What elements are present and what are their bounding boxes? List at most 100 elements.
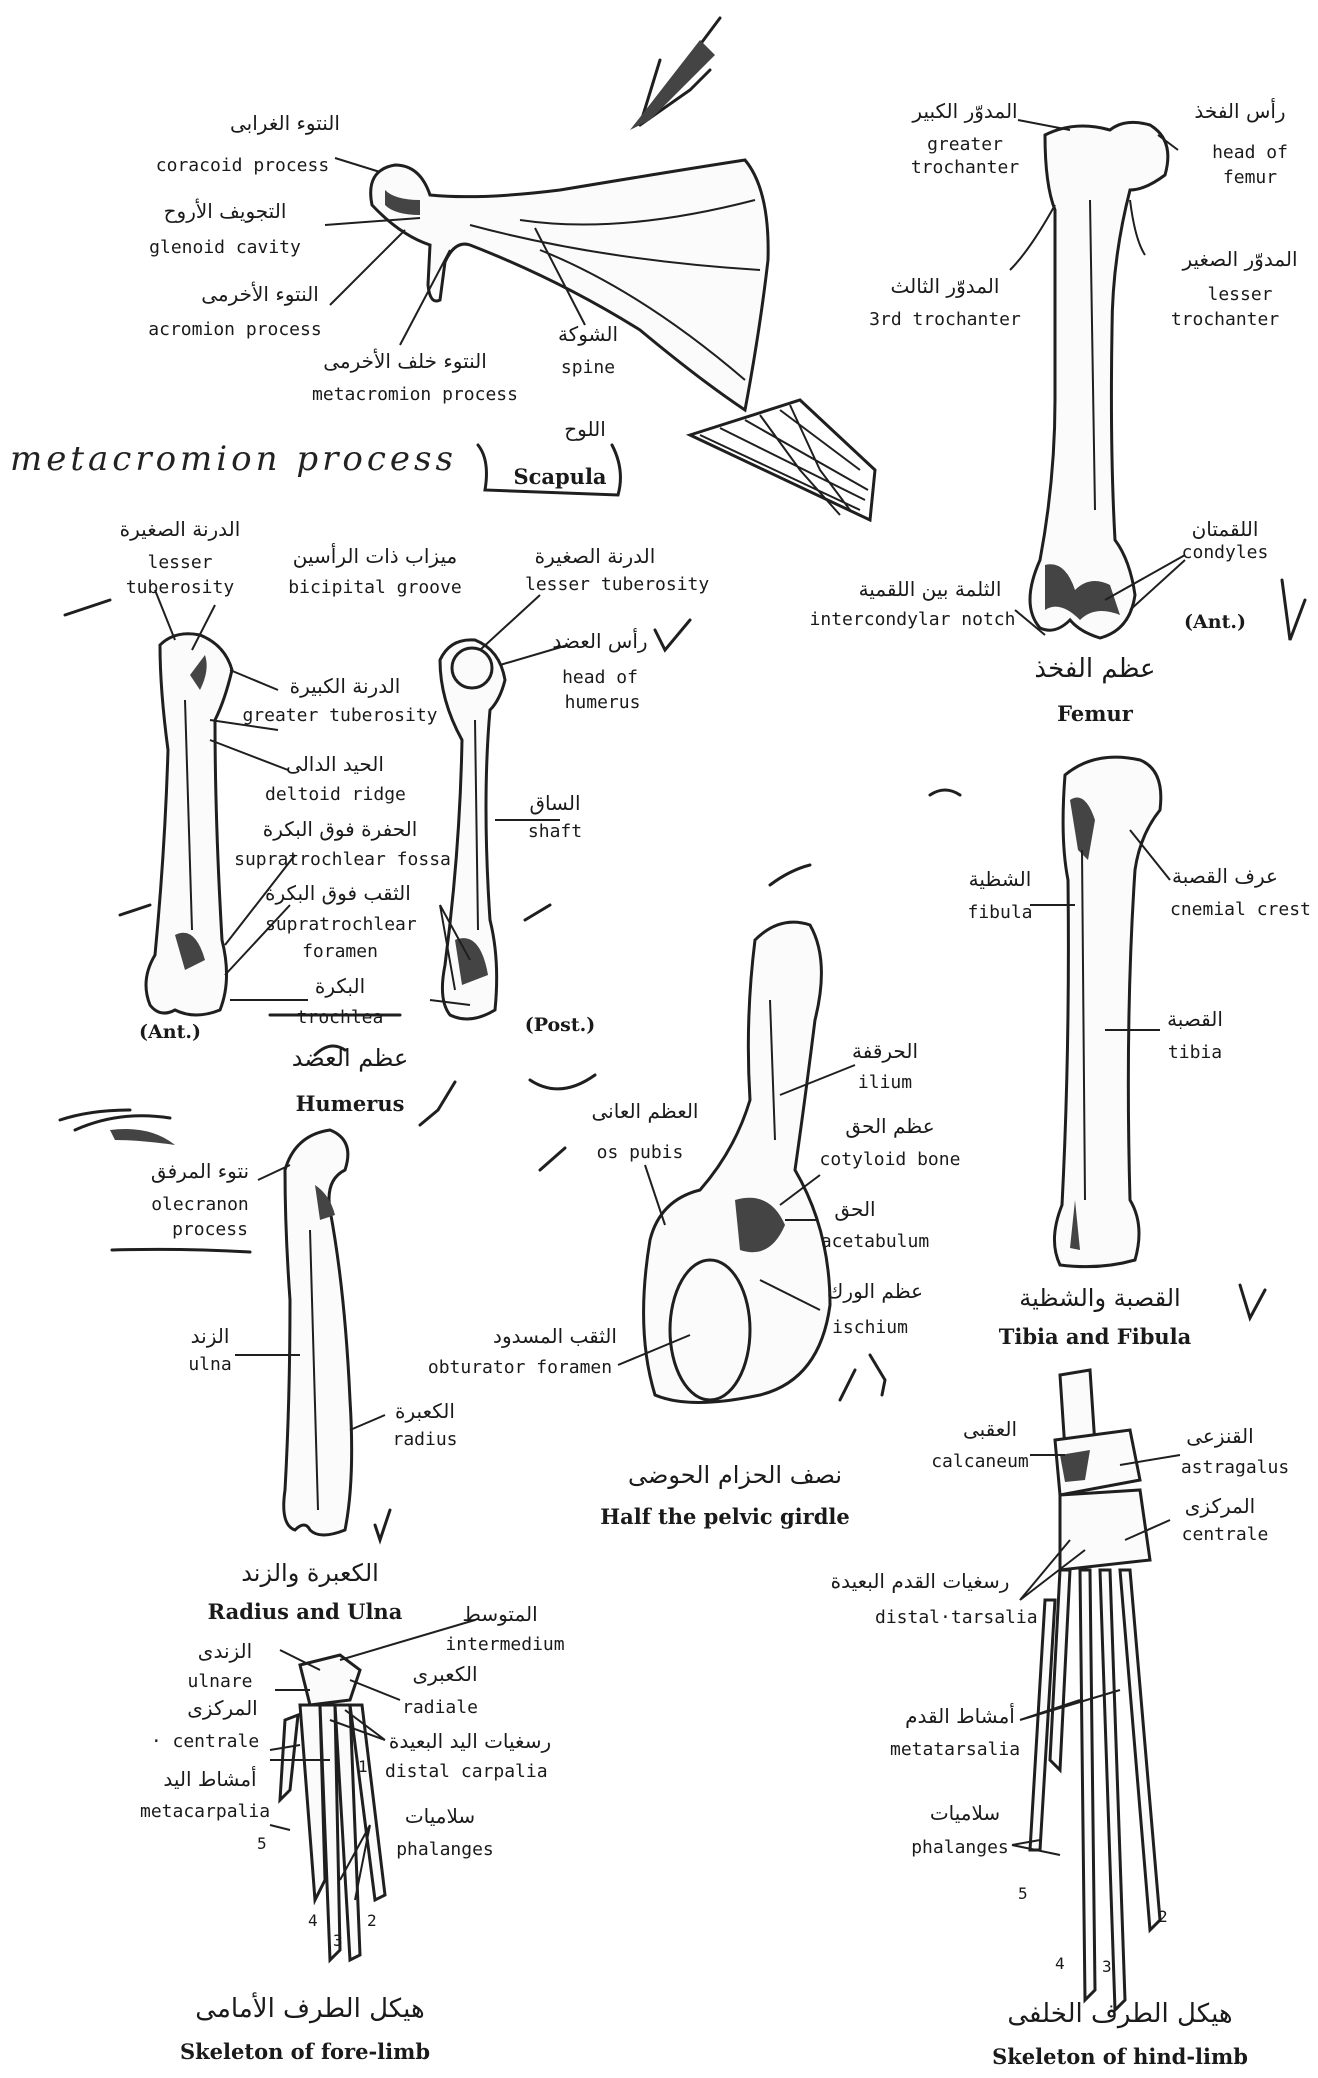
femur-head-label-en-2: femur <box>1205 168 1295 189</box>
forelimb-digit-1: 1 <box>358 1758 368 1776</box>
tibia-fibula-drawing <box>1054 757 1160 1267</box>
ischium-label-en: ischium <box>820 1318 920 1339</box>
tibia-fibula-title-ar: القصبة والشظية <box>1000 1285 1200 1313</box>
olecranon-label-en-2: process <box>160 1220 260 1241</box>
fibula-label-en: fibula <box>955 903 1045 924</box>
bicipital-label-en: bicipital groove <box>285 578 465 599</box>
lesser-tuberosity-post-label-ar: الدرنة الصغيرة <box>525 545 665 568</box>
hindlimb-digit-3: 3 <box>1102 1958 1112 1976</box>
metacromion-label-en: metacromion process <box>300 385 530 406</box>
pelvis-title-en: Half the pelvic girdle <box>570 1505 880 1529</box>
intercondylar-label-en: intercondylar notch <box>800 610 1025 631</box>
distal-tarsalia-label-ar: رسغيات القدم البعيدة <box>820 1570 1020 1593</box>
supratrochlear-foramen-label-en-1: supratrochlear <box>265 915 415 936</box>
phalanges-fore-label-ar: سلاميات <box>395 1805 485 1828</box>
intermedium-label-ar: المتوسط <box>460 1603 540 1626</box>
trochlea-label-ar: البكرة <box>300 975 380 998</box>
ilium-label-en: ilium <box>845 1073 925 1094</box>
metatarsalia-label-en: metatarsalia <box>890 1740 1020 1761</box>
forelimb-digit-3: 3 <box>333 1932 343 1950</box>
metatarsalia-label-ar: أمشاط القدم <box>900 1705 1020 1728</box>
os-pubis-label-en: os pubis <box>585 1143 695 1164</box>
greater-tuberosity-label-en: greater tuberosity <box>240 706 440 727</box>
greater-trochanter-label-ar: المدوّر الكبير <box>900 100 1030 123</box>
hindlimb-title-en: Skeleton of hind-limb <box>960 2045 1280 2069</box>
intermedium-label-en: intermedium <box>440 1635 570 1656</box>
lesser-tuberosity-post-label-en: lesser tuberosity <box>525 575 705 596</box>
lesser-trochanter-label-ar: المدوّر الصغير <box>1175 248 1305 271</box>
lesser-tuberosity-ant-label-en-1: lesser <box>135 553 225 574</box>
radius-ulna-title-ar: الكعبرة والزند <box>225 1560 395 1588</box>
distal-tarsalia-label-en: distal·tarsalia <box>875 1608 1015 1629</box>
centrale-fore-label-en: · centrale <box>150 1732 260 1753</box>
scapula-title-ar: اللوح <box>545 418 625 441</box>
tibia-fibula-title-en: Tibia and Fibula <box>975 1325 1215 1349</box>
supratrochlear-foramen-label-ar: الثقب فوق البكرة <box>265 882 405 905</box>
glenoid-label-ar: التجويف الأروح <box>145 200 305 223</box>
phalanges-fore-label-en: phalanges <box>390 1840 500 1861</box>
metacarpalia-label-ar: أمشاط اليد <box>160 1768 260 1791</box>
scapula-title-en: Scapula <box>500 465 620 489</box>
humerus-anterior-drawing <box>146 634 232 1015</box>
lesser-tuberosity-ant-label-en-2: tuberosity <box>120 578 240 599</box>
greater-trochanter-label-en-1: greater <box>905 135 1025 156</box>
lesser-trochanter-label-en-1: lesser <box>1185 285 1295 306</box>
tibia-label-ar: القصبة <box>1155 1008 1235 1031</box>
pelvis-title-ar: نصف الحزام الحوضى <box>620 1462 850 1490</box>
forelimb-title-ar: هيكل الطرف الأمامى <box>180 1995 440 2025</box>
femur-title-ar: عظم الفخذ <box>1030 655 1160 685</box>
handwritten-note: metacromion process <box>10 440 457 479</box>
radiale-label-en: radiale <box>400 1698 480 1719</box>
coracoid-label-en: coracoid process <box>145 156 340 177</box>
calcaneum-label-ar: العقبى <box>955 1418 1025 1441</box>
ulna-label-en: ulna <box>175 1355 245 1376</box>
humerus-title-en: Humerus <box>285 1092 415 1116</box>
humerus-ant-view-label: (Ant.) <box>125 1022 215 1044</box>
obturator-label-ar: الثقب المسدود <box>480 1325 630 1348</box>
astragalus-label-ar: القنزعى <box>1180 1425 1260 1448</box>
supratrochlear-fossa-label-ar: الحفرة فوق البكرة <box>260 818 420 841</box>
femur-view-label: (Ant.) <box>1170 612 1260 634</box>
radius-label-en: radius <box>380 1430 470 1451</box>
phalanges-hind-label-ar: سلاميات <box>920 1802 1010 1825</box>
acetabulum-label-ar: الحق <box>820 1198 890 1221</box>
lesser-tuberosity-ant-label-ar: الدرنة الصغيرة <box>115 518 245 541</box>
forelimb-digit-4: 4 <box>308 1912 318 1930</box>
metacarpalia-label-en: metacarpalia <box>140 1802 270 1823</box>
metacromion-label-ar: النتوء خلف الأخرمى <box>320 350 490 373</box>
hindlimb-digit-2: 2 <box>1158 1908 1168 1926</box>
radiale-label-ar: الكعبرى <box>400 1663 490 1686</box>
humerus-post-view-label: (Post.) <box>515 1015 605 1037</box>
ulna-label-ar: الزند <box>180 1325 240 1348</box>
femur-head-label-ar: رأس الفخذ <box>1180 100 1300 123</box>
phalanges-hind-label-en: phalanges <box>905 1838 1015 1859</box>
cnemial-label-ar: عرف القصبة <box>1165 865 1285 888</box>
olecranon-label-ar: نتوء المرفق <box>145 1160 255 1183</box>
hindlimb-title-ar: هيكل الطرف الخلفى <box>1000 2000 1240 2030</box>
radius-label-ar: الكعبرة <box>380 1400 470 1423</box>
radius-ulna-title-en: Radius and Ulna <box>175 1600 435 1624</box>
acromion-label-ar: النتوء الأخرمى <box>185 283 335 306</box>
os-pubis-label-ar: العظم العانى <box>580 1100 710 1123</box>
hindlimb-drawing <box>1030 1370 1160 2010</box>
forelimb-digit-5: 5 <box>257 1835 267 1853</box>
hindlimb-digit-5: 5 <box>1018 1885 1028 1903</box>
fibula-label-ar: الشظية <box>960 868 1040 891</box>
ilium-label-ar: الحرقفة <box>840 1040 930 1063</box>
calcaneum-label-en: calcaneum <box>925 1452 1035 1473</box>
radius-ulna-drawing <box>284 1130 352 1535</box>
distal-carpalia-label-ar: رسغيات اليد البعيدة <box>385 1730 555 1753</box>
shaft-label-ar: الساق <box>520 792 590 815</box>
acromion-label-en: acromion process <box>140 320 330 341</box>
obturator-label-en: obturator foramen <box>420 1358 620 1379</box>
supratrochlear-fossa-label-en: supratrochlear fossa <box>230 850 455 871</box>
bicipital-label-ar: ميزاب ذات الرأسين <box>290 545 460 568</box>
coracoid-label-ar: النتوء الغرابى <box>215 112 355 135</box>
lesser-trochanter-label-en-2: trochanter <box>1155 310 1295 331</box>
acetabulum-label-en: acetabulum <box>815 1232 935 1253</box>
astragalus-label-en: astragalus <box>1180 1458 1290 1479</box>
pen-sketch-mark <box>690 400 875 520</box>
tibia-label-en: tibia <box>1155 1043 1235 1064</box>
deltoid-label-en: deltoid ridge <box>265 785 405 806</box>
